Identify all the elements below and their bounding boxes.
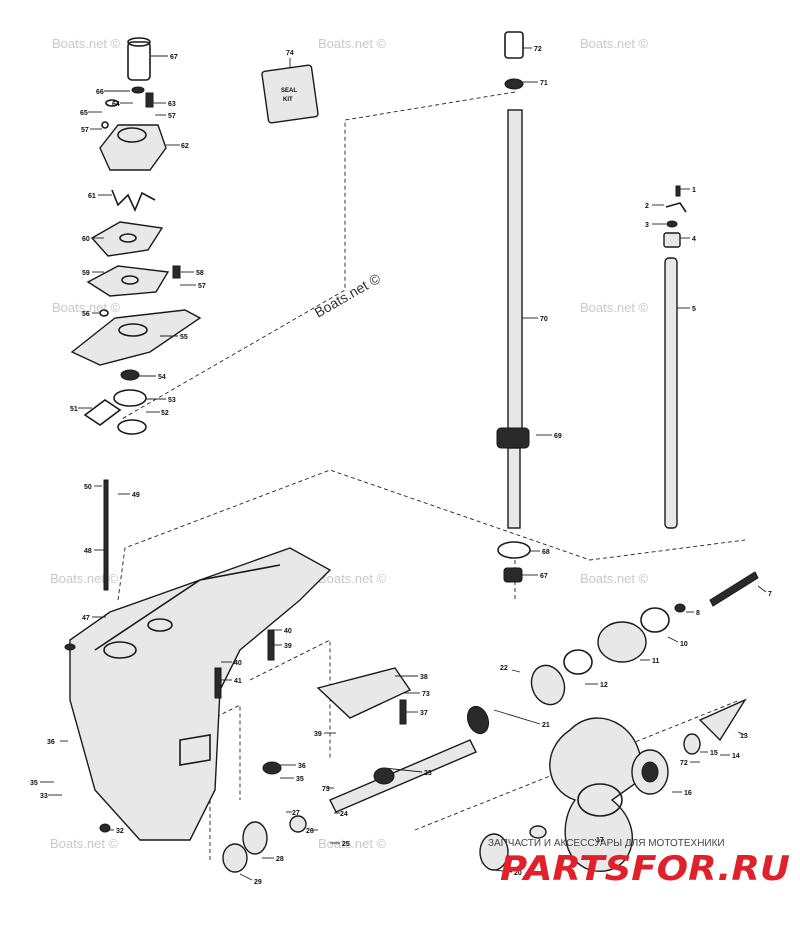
part-label-31: 33 — [40, 793, 48, 800]
part-label-11: 11 — [652, 658, 660, 665]
part-label-55: 58 — [196, 270, 204, 277]
part-label-59: 62 — [181, 143, 189, 150]
seal-kit-line1: SEAL — [281, 88, 297, 94]
watermark-2: Boats.net © — [318, 36, 387, 51]
part-label-62: 65 — [80, 110, 88, 117]
part-label-29: 29 — [254, 879, 262, 886]
part-label-21: 21 — [542, 722, 550, 729]
part-label-54-left: 57 — [81, 127, 89, 134]
part-label-63: 66 — [96, 89, 104, 96]
water-pump-assembly — [70, 37, 202, 435]
part-label-24: 24 — [340, 811, 348, 818]
part-label-65: 67 — [540, 573, 548, 580]
part-label-3: 3 — [645, 222, 649, 229]
part-label-28: 28 — [276, 856, 284, 863]
part-label-71: 72 — [680, 760, 688, 767]
watermark-6: Boats.net © — [50, 571, 119, 586]
part-label-67: 69 — [554, 433, 562, 440]
propeller-assembly — [479, 698, 747, 872]
part-label-60: 63 — [168, 101, 176, 108]
part-label-54-top: 57 — [168, 113, 176, 120]
part-label-20: 20 — [514, 870, 522, 877]
banner-text: ЗАПЧАСТИ И АКСЕССУАРЫ ДЛЯ МОТОТЕХНИКИ — [488, 838, 725, 849]
part-label-7: 7 — [768, 591, 772, 598]
part-label-12: 12 — [600, 682, 608, 689]
branding: ЗАПЧАСТИ И АКСЕССУАРЫ ДЛЯ МОТОТЕХНИКИ PA… — [488, 838, 790, 889]
part-label-57: 60 — [82, 236, 90, 243]
part-label-53: 56 — [82, 311, 90, 318]
part-label-23: 23 — [424, 770, 432, 777]
part-label-66: 68 — [542, 549, 550, 556]
part-label-68: 70 — [540, 316, 548, 323]
part-label-49: 52 — [161, 410, 169, 417]
part-label-39: 39 — [284, 643, 292, 650]
part-label-14: 14 — [732, 753, 740, 760]
part-label-52: 55 — [180, 334, 188, 341]
watermark-10: Boats.net © — [318, 836, 387, 851]
part-label-61: 64 — [112, 101, 120, 108]
watermark-1: Boats.net © — [52, 36, 121, 51]
propeller-shaft-assembly — [222, 571, 759, 873]
part-label-26: 26 — [306, 828, 314, 835]
part-label-72: 73 — [422, 691, 430, 698]
part-label-58: 61 — [88, 193, 96, 200]
part-label-32: 35 — [30, 780, 38, 787]
part-label-1: 1 — [692, 187, 696, 194]
watermark-9: Boats.net © — [50, 836, 119, 851]
watermark-8: Boats.net © — [580, 571, 649, 586]
part-label-46: 49 — [132, 492, 140, 499]
part-label-15: 15 — [710, 750, 718, 757]
part-label-45: 48 — [84, 548, 92, 555]
part-label-5: 5 — [692, 306, 696, 313]
watermark-7: Boats.net © — [318, 571, 387, 586]
part-label-50: 53 — [168, 397, 176, 404]
part-label-10: 10 — [680, 641, 688, 648]
part-label-4: 4 — [692, 236, 696, 243]
part-label-74: 74 — [286, 50, 294, 57]
seal-kit-line2: KIT — [283, 97, 293, 103]
part-label-2: 2 — [645, 203, 649, 210]
drive-shaft-assembly — [496, 31, 531, 583]
watermark-4: Boats.net © — [52, 300, 121, 315]
part-label-44: 47 — [82, 615, 90, 622]
watermark-center: Boats.net © — [312, 270, 384, 321]
part-label-73: 73 — [322, 786, 330, 793]
part-label-51: 54 — [158, 374, 166, 381]
partsfor-logo: PARTSFOR.RU — [500, 849, 790, 889]
part-label-40-right: 40 — [284, 628, 292, 635]
part-label-70: 72 — [534, 46, 542, 53]
part-label-38: 39 — [314, 731, 322, 738]
part-label-17: 17 — [596, 837, 604, 844]
part-label-25: 25 — [342, 841, 350, 848]
part-label-22: 22 — [500, 665, 508, 672]
part-label-56: 59 — [82, 270, 90, 277]
part-label-36: 37 — [420, 710, 428, 717]
part-label-69: 71 — [540, 80, 548, 87]
part-label-13: 13 — [740, 733, 748, 740]
part-label-8: 8 — [696, 610, 700, 617]
seal-kit: SEAL KIT — [261, 64, 319, 124]
shift-rod-assembly — [663, 185, 687, 529]
gear-housing — [64, 479, 332, 841]
part-label-16: 16 — [684, 790, 692, 797]
watermarks: Boats.net © Boats.net © Boats.net © Boat… — [50, 36, 649, 851]
part-label-54-mid: 57 — [198, 283, 206, 290]
part-label-37: 38 — [420, 674, 428, 681]
part-label-30: 32 — [116, 828, 124, 835]
part-label-33: 36 — [47, 739, 55, 746]
part-label-47: 50 — [84, 484, 92, 491]
watermark-3: Boats.net © — [580, 36, 649, 51]
part-label-40-left: 40 — [234, 660, 242, 667]
watermark-5: Boats.net © — [580, 300, 649, 315]
part-label-34: 35 — [296, 776, 304, 783]
part-number-labels: 67 66 64 63 65 57 57 62 61 60 59 58 57 5… — [30, 46, 772, 886]
part-label-64: 67 — [170, 54, 178, 61]
leader-lines — [40, 47, 767, 881]
part-label-48: 51 — [70, 406, 78, 413]
part-label-27: 27 — [292, 810, 300, 817]
part-label-41: 41 — [234, 678, 242, 685]
part-label-35: 36 — [298, 763, 306, 770]
